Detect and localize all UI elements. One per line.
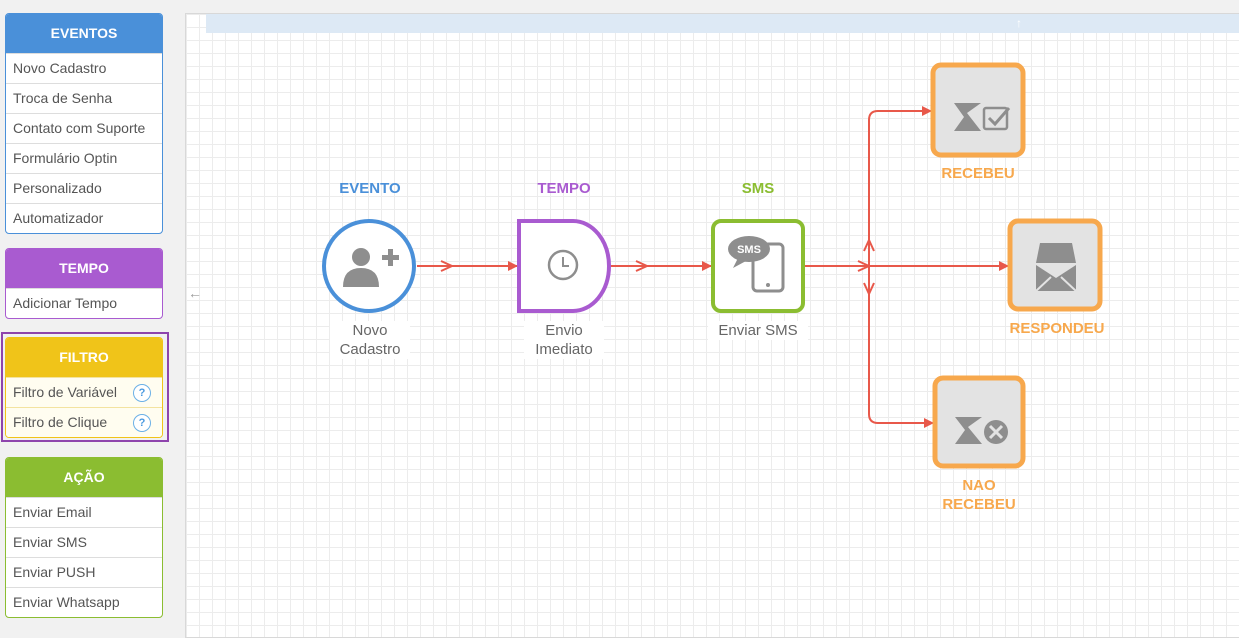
sidebar-item-automatizador[interactable]: Automatizador (6, 203, 162, 233)
tempo-header: TEMPO (6, 249, 162, 288)
sidebar-item-formulario-optin[interactable]: Formulário Optin (6, 143, 162, 173)
node-respondeu-label: RESPONDEU (1009, 320, 1105, 337)
filtro-panel: FILTRO Filtro de Variável ? Filtro de Cl… (5, 337, 163, 438)
add-user-icon (343, 248, 399, 287)
sidebar-item-enviar-push[interactable]: Enviar PUSH (6, 557, 162, 587)
node-tempo[interactable] (517, 219, 611, 313)
sidebar-item-label: Filtro de Variável (13, 384, 118, 400)
sidebar-item-enviar-email[interactable]: Enviar Email (6, 497, 162, 527)
sidebar-item-enviar-sms[interactable]: Enviar SMS (6, 527, 162, 557)
connector-sms-respondeu[interactable] (805, 260, 1009, 272)
sidebar-item-filtro-de-variavel[interactable]: Filtro de Variável ? (6, 377, 162, 407)
node-recebeu[interactable] (930, 62, 1026, 158)
connector-sms-nao-recebeu[interactable] (863, 266, 934, 428)
up-arrow-icon[interactable]: ↑ (1016, 16, 1022, 30)
node-evento-caption-line1: Novo (352, 322, 388, 339)
help-icon[interactable]: ? (133, 384, 151, 402)
sidebar-item-filtro-de-clique[interactable]: Filtro de Clique ? (6, 407, 162, 437)
sms-icon-text: SMS (737, 244, 761, 256)
node-nao-recebeu-label-line1: NAO (962, 477, 996, 494)
received-check-icon (954, 103, 1011, 131)
sidebar-item-personalizado[interactable]: Personalizado (6, 173, 162, 203)
node-evento-caption-line2: Cadastro (339, 341, 401, 358)
filtro-header: FILTRO (6, 338, 162, 377)
node-tempo-caption-line2: Imediato (535, 341, 593, 358)
canvas-top-scrollbar[interactable] (206, 14, 1239, 33)
sidebar-item-contato-com-suporte[interactable]: Contato com Suporte (6, 113, 162, 143)
node-tempo-caption-line1: Envio (545, 322, 583, 339)
node-nao-recebeu[interactable] (932, 375, 1026, 469)
node-nao-recebeu-label: NAO RECEBEU (929, 476, 1029, 514)
node-respondeu[interactable] (1007, 218, 1103, 312)
node-sms[interactable]: SMS (711, 219, 805, 313)
connector-evento-tempo[interactable] (417, 260, 518, 272)
not-received-icon (955, 417, 1008, 444)
node-tempo-label: TEMPO (537, 180, 591, 197)
node-nao-recebeu-label-line2: RECEBEU (942, 496, 1016, 513)
left-arrow-icon[interactable]: ← (188, 285, 202, 301)
sms-phone-icon: SMS (728, 236, 785, 293)
sidebar-item-troca-de-senha[interactable]: Troca de Senha (6, 83, 162, 113)
acao-panel: AÇÃO Enviar Email Enviar SMS Enviar PUSH… (5, 457, 163, 618)
node-sms-label: SMS (741, 180, 775, 197)
help-icon[interactable]: ? (133, 414, 151, 432)
reply-envelope-icon (1035, 243, 1077, 292)
sidebar-item-novo-cadastro[interactable]: Novo Cadastro (6, 53, 162, 83)
sidebar-item-label: Filtro de Clique (13, 414, 108, 430)
flow-canvas[interactable] (185, 13, 1239, 638)
tempo-panel: TEMPO Adicionar Tempo (5, 248, 163, 319)
node-tempo-caption: Envio Imediato (524, 321, 604, 359)
connector-tempo-sms[interactable] (611, 260, 712, 272)
node-recebeu-label: RECEBEU (941, 165, 1015, 182)
node-evento[interactable] (322, 219, 416, 313)
sidebar-item-adicionar-tempo[interactable]: Adicionar Tempo (6, 288, 162, 318)
clock-icon (547, 249, 579, 281)
sidebar-item-enviar-whatsapp[interactable]: Enviar Whatsapp (6, 587, 162, 617)
eventos-panel: EVENTOS Novo Cadastro Troca de Senha Con… (5, 13, 163, 234)
node-sms-caption: Enviar SMS (708, 321, 808, 340)
eventos-header: EVENTOS (6, 14, 162, 53)
node-evento-caption: Novo Cadastro (330, 321, 410, 359)
acao-header: AÇÃO (6, 458, 162, 497)
filtro-selection-frame (1, 332, 169, 442)
node-evento-label: EVENTO (339, 180, 401, 197)
connector-sms-recebeu[interactable] (863, 106, 932, 266)
